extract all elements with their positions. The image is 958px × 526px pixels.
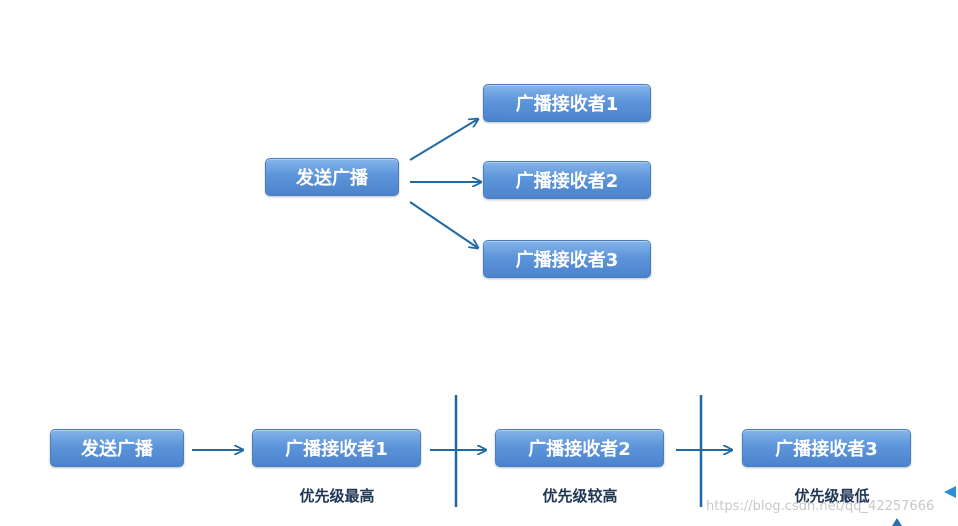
- watermark: https://blog.csdn.net/qq_42257666: [706, 499, 935, 514]
- top-sender-node: 发送广播: [265, 158, 399, 196]
- bottom-receiver-node-3: 广播接收者3: [742, 429, 911, 467]
- bottom-sender-label: 发送广播: [81, 439, 153, 460]
- bottom-sender-node: 发送广播: [50, 429, 184, 467]
- top-receiver-node-2: 广播接收者2: [483, 161, 651, 199]
- top-sender-label: 发送广播: [296, 168, 368, 189]
- priority-caption-1: 优先级最高: [299, 487, 375, 505]
- top-receiver-label-2: 广播接收者2: [515, 171, 619, 192]
- arrow-to-receiver-1: [409, 119, 478, 161]
- top-receiver-label-3: 广播接收者3: [515, 250, 619, 271]
- top-receiver-node-1: 广播接收者1: [483, 84, 651, 122]
- corner-triangle-icon: [944, 486, 956, 498]
- bottom-receiver-label-2: 广播接收者2: [528, 439, 631, 460]
- arrow-to-receiver-3: [409, 201, 478, 248]
- top-receiver-label-1: 广播接收者1: [515, 94, 619, 115]
- bottom-receiver-node-2: 广播接收者2: [495, 429, 664, 467]
- bottom-receiver-node-1: 广播接收者1: [252, 429, 421, 467]
- priority-caption-2: 优先级较高: [542, 487, 618, 505]
- priority-caption-3: 优先级最低: [794, 487, 870, 505]
- bottom-receiver-label-3: 广播接收者3: [775, 439, 878, 460]
- bottom-receiver-label-1: 广播接收者1: [285, 439, 388, 460]
- corner-triangle-icon-bottom: [892, 518, 902, 526]
- top-receiver-node-3: 广播接收者3: [483, 240, 651, 278]
